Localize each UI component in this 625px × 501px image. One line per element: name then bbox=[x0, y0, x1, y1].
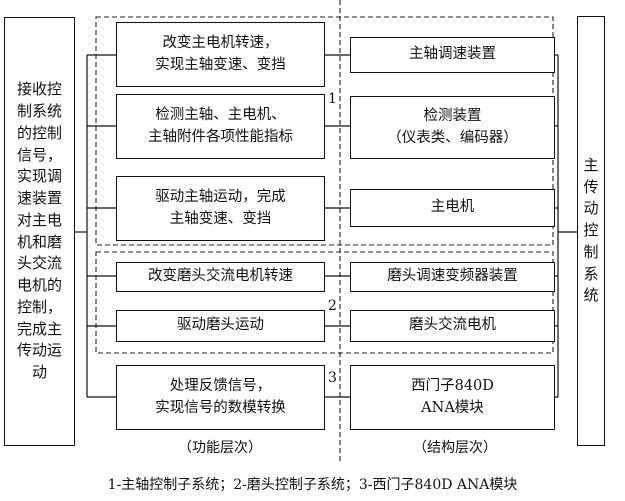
function-box-detect-performance: 检测主轴、主电机、 主轴附件各项性能指标 bbox=[116, 94, 325, 159]
figure-caption: 1-主轴控制子系统；2-磨头控制子系统；3-西门子840D ANA模块 bbox=[107, 477, 518, 493]
function-box-drive-grinding-head: 驱动磨头运动 bbox=[116, 310, 325, 342]
structure-box-siemens-840d-ana: 西门子840D ANA模块 bbox=[350, 365, 555, 430]
group-number-3: 3 bbox=[327, 370, 338, 386]
function-layer-label: （功能层次） bbox=[178, 440, 262, 456]
function-box-feedback-conversion: 处理反馈信号， 实现信号的数模转换 bbox=[116, 365, 325, 430]
structure-box-spindle-speed-device: 主轴调速装置 bbox=[350, 37, 555, 73]
function-box-grinding-head-speed: 改变磨头交流电机转速 bbox=[116, 262, 325, 292]
function-box-spindle-speed: 改变主电机转速， 实现主轴变速、变挡 bbox=[116, 22, 325, 87]
structure-layer-label: （结构层次） bbox=[413, 440, 497, 456]
structure-box-grinding-head-motor: 磨头交流电机 bbox=[350, 310, 555, 342]
group-number-2: 2 bbox=[327, 298, 338, 314]
structure-box-detection-device: 检测装置 （仪表类、编码器） bbox=[350, 96, 555, 159]
structure-box-grinding-head-inverter: 磨头调速变频器装置 bbox=[350, 262, 555, 292]
group-frame-2 bbox=[95, 251, 554, 354]
main-drive-control-system-box: 主 传 动 控 制 系 统 bbox=[577, 16, 605, 446]
control-signal-box: 接收控 制系统 的控制 信号， 实现调 速装置 对主电 机和磨 头交流 电机的 … bbox=[4, 17, 75, 446]
function-box-drive-spindle: 驱动主轴运动，完成 主轴变速、变挡 bbox=[116, 176, 325, 241]
group-number-1: 1 bbox=[327, 91, 338, 107]
structure-box-main-motor: 主电机 bbox=[350, 189, 555, 227]
